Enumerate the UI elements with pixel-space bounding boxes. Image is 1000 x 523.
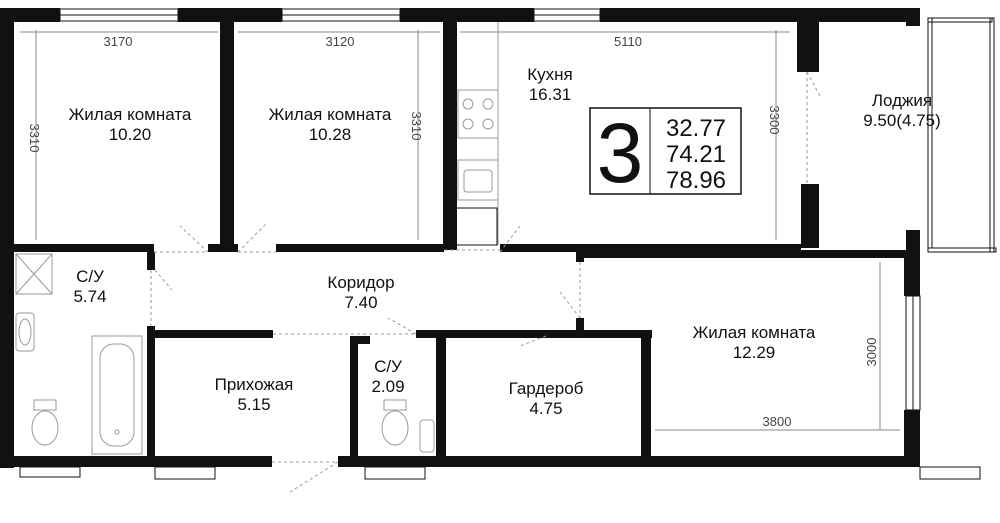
- room-name-living3: Жилая комната: [693, 323, 816, 342]
- room-name-bath2: С/У: [374, 357, 402, 376]
- door-swing-icon: [806, 71, 821, 184]
- dim-living1-width: 3170: [104, 34, 133, 49]
- door-swing-icon: [237, 223, 276, 253]
- radiators: [19, 466, 981, 480]
- shower-icon: [15, 253, 53, 295]
- dim-living3-width: 3800: [763, 414, 792, 429]
- window-icon: [927, 17, 997, 253]
- room-area-wardrobe: 4.75: [529, 399, 562, 418]
- window-icon: [59, 8, 179, 22]
- toilet-icon: [31, 399, 59, 446]
- door-swing-icon: [519, 335, 547, 347]
- door-swing-icon: [154, 225, 209, 253]
- rooms-count: 3: [597, 106, 644, 200]
- dim-kitchen-width: 5110: [614, 34, 642, 49]
- room-area-corridor: 7.40: [344, 293, 377, 312]
- fixtures: [15, 22, 499, 455]
- dimension-lines: [20, 30, 900, 431]
- area-total-with-loggia: 78.96: [666, 167, 726, 194]
- window-icon: [905, 295, 921, 411]
- room-area-kitchen: 16.31: [529, 85, 572, 104]
- room-name-living2: Жилая комната: [269, 105, 392, 124]
- room-area-hall: 5.15: [237, 395, 270, 414]
- room-name-kitchen: Кухня: [527, 65, 573, 84]
- door-swing-icon: [150, 269, 173, 326]
- door-swing-icon: [272, 461, 339, 493]
- room-area-loggia: 9.50(4.75): [863, 111, 941, 130]
- toilet-icon: [381, 399, 409, 446]
- area-summary-badge: 3 32.77 74.21 78.96: [589, 106, 742, 200]
- sink-icon: [15, 312, 35, 352]
- room-area-bath2: 2.09: [371, 377, 404, 396]
- room-name-corridor: Коридор: [327, 273, 394, 292]
- doors: [150, 71, 821, 493]
- room-name-hall: Прихожая: [215, 375, 294, 394]
- room-name-loggia: Лоджия: [872, 91, 932, 110]
- room-labels: Жилая комната 10.20 Жилая комната 10.28 …: [69, 65, 941, 418]
- area-living: 32.77: [666, 115, 726, 142]
- room-name-wardrobe: Гардероб: [509, 379, 584, 398]
- walls: [0, 8, 920, 468]
- window-icon: [281, 8, 401, 22]
- dim-kitchen-height: 3300: [767, 106, 782, 135]
- room-area-living3: 12.29: [733, 343, 776, 362]
- dim-living3-height: 3000: [864, 338, 879, 367]
- room-area-living1: 10.20: [109, 125, 152, 144]
- dim-living2-width: 3120: [326, 34, 355, 49]
- room-area-living2: 10.28: [309, 125, 352, 144]
- windows: [59, 8, 997, 411]
- sink-icon: [419, 419, 435, 453]
- room-area-bath1: 5.74: [73, 287, 106, 306]
- window-icon: [533, 8, 601, 22]
- dimension-labels: 3170 3120 5110 3310 3310 3300 3000 3800: [27, 34, 879, 429]
- room-name-living1: Жилая комната: [69, 105, 192, 124]
- bathtub-icon: [91, 335, 143, 455]
- area-total: 74.21: [666, 141, 726, 168]
- room-name-bath1: С/У: [76, 267, 104, 286]
- dim-living1-height: 3310: [27, 124, 42, 153]
- door-swing-icon: [273, 317, 417, 335]
- dim-living2-height: 3310: [409, 112, 424, 141]
